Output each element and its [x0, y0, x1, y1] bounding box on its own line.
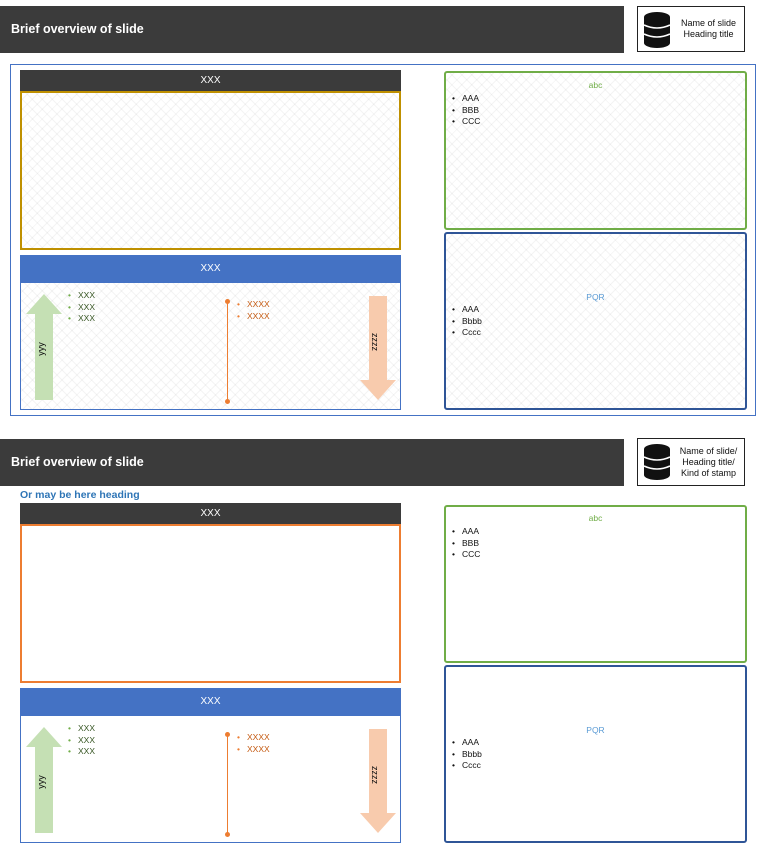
abc-list: AAA BBB CCC [452, 93, 480, 128]
timeline-line [227, 301, 228, 401]
up-arrow-label: yyy [35, 342, 46, 356]
list-item: CCC [452, 116, 480, 128]
green-list: XXX XXX XXX [68, 290, 95, 325]
list-item: XXXX [237, 299, 270, 311]
top-left-bar-label: XXX [200, 75, 221, 86]
timeline-line [227, 734, 228, 834]
slide-header: Brief overview of slide [0, 439, 624, 486]
list-item: XXX [68, 723, 95, 735]
pqr-list: AAA Bbbb Cccc [452, 304, 482, 339]
list-item: BBB [452, 105, 480, 117]
list-item: XXXX [237, 311, 270, 323]
list-item: AAA [452, 737, 482, 749]
stamp-text: Name of slide Heading title [680, 18, 737, 39]
slide-title: Brief overview of slide [11, 22, 144, 36]
down-arrow-shape [360, 729, 396, 833]
down-arrow-shape [360, 296, 396, 400]
pqr-list: AAA Bbbb Cccc [452, 737, 482, 772]
slide-2: Brief overview of slide Name of slide/ H… [0, 433, 768, 866]
up-arrow-label: yyy [35, 775, 46, 789]
up-arrow-shape [26, 294, 62, 400]
orange-list: XXXX XXXX [237, 732, 270, 755]
list-item: XXX [68, 313, 95, 325]
list-item: XXXX [237, 744, 270, 756]
slide-stamp: Name of slide Heading title [637, 6, 745, 52]
list-item: XXX [68, 302, 95, 314]
pqr-panel: PQR AAA Bbbb Cccc [444, 232, 747, 410]
up-arrow-shape [26, 727, 62, 833]
list-item: Bbbb [452, 749, 482, 761]
timeline-dot-bottom [225, 832, 230, 837]
abc-panel-title: abc [588, 513, 603, 523]
orange-list: XXXX XXXX [237, 299, 270, 322]
top-left-bar: XXX [20, 503, 401, 524]
bottom-left-bar: XXX [20, 688, 401, 716]
down-arrow-label: zzzz [370, 333, 380, 351]
list-item: AAA [452, 93, 480, 105]
bottom-left-bar-label: XXX [200, 263, 221, 274]
database-icon [643, 444, 671, 480]
list-item: Cccc [452, 327, 482, 339]
list-item: Bbbb [452, 316, 482, 328]
abc-panel-title: abc [588, 80, 603, 90]
abc-panel: abc AAA BBB CCC [444, 505, 747, 663]
slide-header: Brief overview of slide [0, 6, 624, 53]
database-icon [643, 12, 671, 48]
pqr-panel-title: PQR [586, 725, 605, 735]
abc-panel: abc AAA BBB CCC [444, 71, 747, 230]
subheading: Or may be here heading [20, 489, 140, 501]
abc-list: AAA BBB CCC [452, 526, 480, 561]
list-item: BBB [452, 538, 480, 550]
list-item: XXX [68, 735, 95, 747]
down-arrow-label: zzzz [370, 766, 380, 784]
content-frame [10, 64, 756, 416]
stamp-text: Name of slide/ Heading title/ Kind of st… [679, 445, 738, 478]
bottom-left-bar: XXX [20, 255, 401, 283]
slide-title: Brief overview of slide [11, 455, 144, 469]
pqr-panel-title: PQR [586, 292, 605, 302]
top-left-bar: XXX [20, 70, 401, 91]
list-item: XXX [68, 290, 95, 302]
timeline-dot-bottom [225, 399, 230, 404]
slide-1: Brief overview of slide Name of slide He… [0, 0, 768, 430]
green-list: XXX XXX XXX [68, 723, 95, 758]
bottom-left-bar-label: XXX [200, 696, 221, 707]
list-item: XXXX [237, 732, 270, 744]
list-item: XXX [68, 746, 95, 758]
list-item: AAA [452, 304, 482, 316]
list-item: AAA [452, 526, 480, 538]
slide-stamp: Name of slide/ Heading title/ Kind of st… [637, 438, 745, 486]
list-item: Cccc [452, 760, 482, 772]
list-item: CCC [452, 549, 480, 561]
top-left-content-box [20, 524, 401, 683]
top-left-bar-label: XXX [200, 508, 221, 519]
pqr-panel: PQR AAA Bbbb Cccc [444, 665, 747, 843]
top-left-content-box [20, 91, 401, 250]
